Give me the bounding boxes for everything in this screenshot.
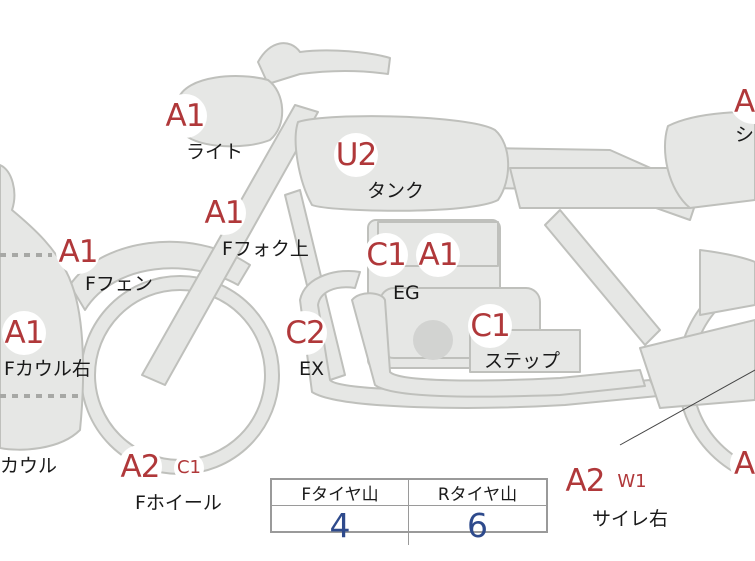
part-label-front-cowl-right: Fカウル右 [4,358,91,380]
seat-shape [509,167,691,209]
part-label-step: ステップ [484,350,561,372]
cowl-shape [0,164,85,451]
handlebar-shape [257,42,391,85]
front-tire-tread-value: 4 [272,506,409,545]
code-badge-front-fork-upper: A1 [202,191,246,235]
code-badge-engine-1: C1 [364,233,408,277]
code-badge-engine-2: A1 [416,233,460,277]
part-label-front-wheel: Fホイール [135,492,222,514]
part-label-engine: EG [393,282,420,304]
code-badge-light: A1 [163,94,207,138]
part-label-front-fender: Fフェン [85,273,153,295]
code-badge-front-fender: A1 [56,230,100,274]
code-badge-seat: A [730,80,755,124]
part-label-tank: タンク [367,180,425,202]
part-label-silencer-right: サイレ右 [592,508,669,530]
leader-line [619,369,755,446]
part-label-cowl: カウル [0,455,58,477]
part-label-light: ライト [186,141,244,163]
part-label-seat: シ [735,124,755,146]
front-fender-shape [69,240,251,311]
code-badge-silencer-right-2: W1 [617,467,647,497]
rear-tire-tread-value: 6 [467,506,488,545]
front-fork-shape [141,104,319,386]
part-label-front-fork-upper: Fフォク上 [222,238,309,260]
code-badge-front-wheel-2: C1 [174,453,204,483]
tire-tread-table: Fタイヤ山 Rタイヤ山 4 6 [270,478,548,545]
code-badge-rear-right: A [730,442,755,486]
code-badge-front-wheel-1: A2 [118,445,162,489]
code-badge-tank: U2 [334,133,378,177]
part-label-exhaust: EX [299,358,325,380]
front-tire-tread-header: Fタイヤ山 [272,480,409,506]
code-badge-front-cowl-right: A1 [2,311,46,355]
code-badge-silencer-right-1: A2 [563,459,607,503]
code-badge-step: C1 [468,304,512,348]
rear-tire-tread-header: Rタイヤ山 [409,480,546,506]
code-badge-exhaust: C2 [283,311,327,355]
